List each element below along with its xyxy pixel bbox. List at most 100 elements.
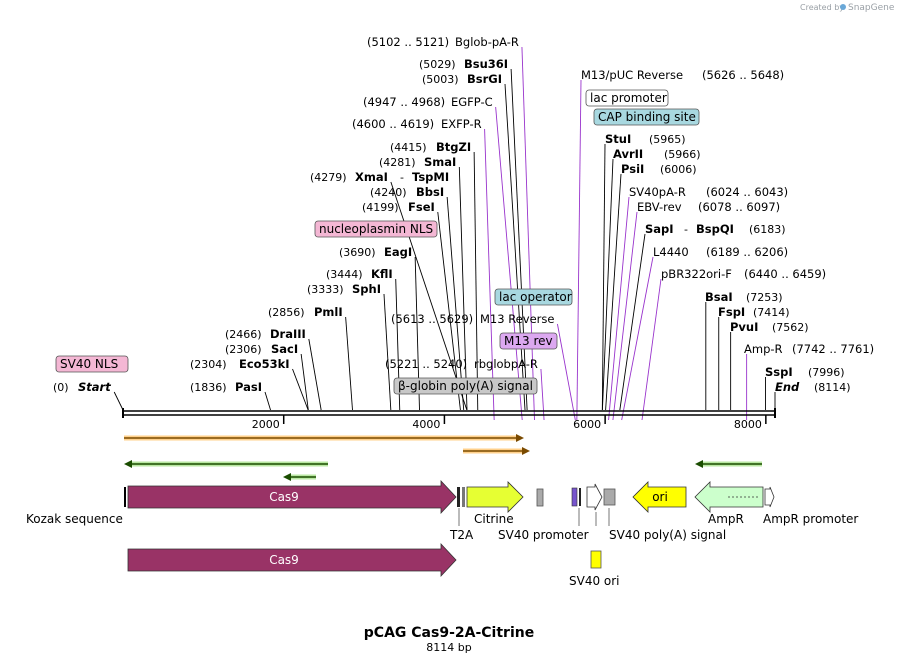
dash-separator: - bbox=[684, 223, 688, 236]
feature-box-label[interactable]: β-globin poly(A) signal bbox=[398, 379, 533, 393]
primer-label[interactable]: pBR322ori-F bbox=[661, 267, 732, 281]
enzyme-label[interactable]: DraIII bbox=[270, 327, 306, 341]
kozak-label[interactable]: Kozak sequence bbox=[26, 512, 123, 526]
primer-pos: (4947 .. 4968) bbox=[363, 95, 445, 109]
enzyme-label[interactable]: KflI bbox=[371, 267, 393, 281]
citrine-arrow[interactable] bbox=[466, 481, 524, 513]
primer-label[interactable]: SV40pA-R bbox=[629, 185, 686, 199]
feature-box bbox=[393, 377, 538, 395]
enzyme-leader-line bbox=[605, 173, 622, 411]
ori-arrow[interactable] bbox=[632, 481, 687, 513]
enzyme-label[interactable]: End bbox=[775, 380, 800, 394]
enzyme-label[interactable]: PsiI bbox=[621, 162, 644, 176]
feature-box-label[interactable]: CAP binding site bbox=[598, 110, 696, 124]
primer-pos: (5613 .. 5629) bbox=[391, 312, 473, 326]
enzyme-label[interactable]: Eco53kI bbox=[239, 357, 290, 371]
enzyme-label[interactable]: TspMI bbox=[412, 170, 449, 184]
cas9-arrow[interactable] bbox=[127, 479, 457, 515]
enzyme-label[interactable]: PvuI bbox=[730, 320, 758, 334]
sv40-pa-label[interactable]: SV40 poly(A) signal bbox=[609, 528, 726, 542]
enzyme-leader-line bbox=[113, 391, 124, 411]
enzyme-label[interactable]: BsaI bbox=[705, 290, 733, 304]
lac-promoter-arrow[interactable] bbox=[586, 483, 603, 511]
enzyme-label[interactable]: EagI bbox=[384, 245, 412, 259]
primer-label[interactable]: EBV-rev bbox=[637, 200, 682, 214]
enzyme-label[interactable]: FspI bbox=[718, 305, 745, 319]
orf-tracks bbox=[124, 434, 762, 481]
enzyme-label[interactable]: FseI bbox=[408, 200, 435, 214]
primer-label[interactable]: rbglobpA-R bbox=[474, 357, 538, 371]
enzyme-label[interactable]: StuI bbox=[605, 132, 631, 146]
enzyme-label[interactable]: BbsI bbox=[416, 185, 444, 199]
sv40-promoter-label[interactable]: SV40 promoter bbox=[498, 528, 589, 542]
primer-label[interactable]: EGFP-C bbox=[451, 95, 493, 109]
enzyme-label[interactable]: SphI bbox=[352, 282, 381, 296]
enzyme-leader-line bbox=[437, 211, 461, 411]
ampr-promoter-arrow[interactable] bbox=[764, 486, 775, 508]
feature-box-label[interactable]: M13 rev bbox=[504, 334, 553, 348]
kozak-marker[interactable] bbox=[124, 487, 126, 507]
citrine-label[interactable]: Citrine bbox=[474, 512, 514, 526]
nls-marker[interactable] bbox=[457, 487, 460, 507]
ampr-label[interactable]: AmpR bbox=[708, 512, 744, 526]
enzyme-pos: (2466) bbox=[225, 328, 262, 341]
sv40-ori-label[interactable]: SV40 ori bbox=[569, 574, 620, 588]
primer-label[interactable]: Amp-R bbox=[744, 342, 783, 356]
enzyme-label[interactable]: SspI bbox=[765, 365, 793, 379]
orf-reverse-amp[interactable] bbox=[695, 460, 762, 468]
t2a-marker[interactable] bbox=[462, 487, 465, 507]
enzyme-label[interactable]: AvrII bbox=[613, 147, 643, 161]
plasmid-title: pCAG Cas9-2A-Citrine bbox=[364, 625, 534, 641]
primer-leader-line bbox=[521, 46, 535, 421]
sv40-pa-marker[interactable] bbox=[603, 488, 616, 506]
axis-tick-label: 8000 bbox=[734, 418, 762, 431]
enzyme-label[interactable]: BtgZI bbox=[436, 140, 471, 154]
cas9-label: Cas9 bbox=[269, 490, 299, 504]
feature-box-label[interactable]: lac promoter bbox=[590, 91, 667, 105]
feature-box-label[interactable]: SV40 NLS bbox=[60, 357, 118, 371]
cas9-arrow-2[interactable] bbox=[127, 542, 457, 578]
primer-label[interactable]: Bglob-pA-R bbox=[455, 35, 519, 49]
ampr-promoter-label[interactable]: AmpR promoter bbox=[763, 512, 858, 526]
orf-forward-short[interactable] bbox=[463, 447, 530, 455]
t2a-label[interactable]: T2A bbox=[449, 528, 474, 542]
orf-reverse-short[interactable] bbox=[283, 473, 316, 481]
enzyme-label[interactable]: Bsu36I bbox=[464, 57, 508, 71]
orf-forward-long[interactable] bbox=[124, 434, 524, 442]
enzyme-label[interactable]: Start bbox=[78, 380, 111, 394]
primer-leader-line bbox=[621, 256, 654, 421]
primer-label[interactable]: EXFP-R bbox=[441, 117, 482, 131]
primer-pos: (7742 .. 7761) bbox=[792, 342, 874, 356]
enzyme-label[interactable]: SacI bbox=[271, 342, 298, 356]
enzyme-label[interactable]: XmaI bbox=[355, 170, 388, 184]
orf-reverse-long[interactable] bbox=[124, 460, 328, 468]
primer-label[interactable]: M13/pUC Reverse bbox=[581, 68, 683, 82]
enzyme-leader-line bbox=[292, 368, 309, 411]
axis-tick-label: 6000 bbox=[573, 418, 601, 431]
enzyme-label[interactable]: BsrGI bbox=[467, 72, 502, 86]
enzyme-leader-line bbox=[619, 233, 646, 411]
enzyme-label[interactable]: BspQI bbox=[696, 222, 734, 236]
primer-label[interactable]: M13 Reverse bbox=[480, 312, 554, 326]
enzyme-label[interactable]: PmlI bbox=[314, 305, 343, 319]
primer-label[interactable]: L4440 bbox=[653, 245, 689, 259]
primer-leader-line bbox=[556, 323, 576, 421]
sv40-ori-marker[interactable] bbox=[590, 550, 602, 569]
credit-text: Created by bbox=[800, 3, 844, 12]
feature-box-label[interactable]: nucleoplasmin NLS bbox=[319, 222, 433, 236]
enzyme-label[interactable]: SapI bbox=[645, 222, 674, 236]
enzyme-leader-line bbox=[601, 143, 606, 411]
feature-box bbox=[499, 332, 558, 350]
primer-leader-line bbox=[576, 79, 582, 421]
beta-globin-pa-marker[interactable] bbox=[536, 488, 544, 507]
enzyme-label[interactable]: SmaI bbox=[424, 155, 456, 169]
lac-operator-marker[interactable] bbox=[579, 488, 581, 506]
enzyme-pos: (4281) bbox=[379, 156, 416, 169]
enzyme-pos: (5003) bbox=[422, 73, 459, 86]
feature-box-label[interactable]: lac operator bbox=[499, 290, 572, 304]
m13-rev-marker[interactable] bbox=[571, 487, 578, 507]
primer-pos: (6024 .. 6043) bbox=[706, 185, 788, 199]
enzyme-pos: (7414) bbox=[753, 306, 790, 319]
enzyme-label[interactable]: PasI bbox=[235, 380, 262, 394]
